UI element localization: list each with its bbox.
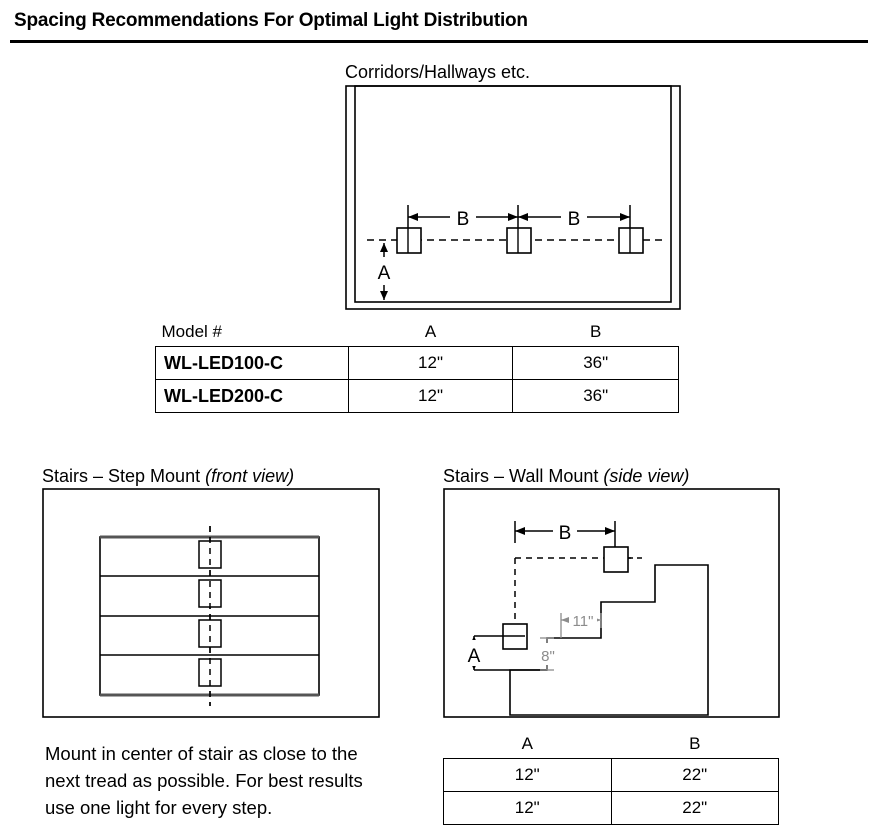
wall-mount-cell-b-1: 22" [610,791,779,825]
corridor-inner-wall [354,85,672,303]
wall-mount-frame [443,488,780,718]
wall-mount-tread-label: 11" [573,613,594,630]
corridor-diagram: B B A [345,85,681,310]
wall-mount-dim-b-arrow-right [605,527,615,535]
wall-mount-caption-italic: (side view) [603,466,690,486]
corridor-outer-frame [345,85,681,310]
corridor-dim-b1-arrow-left [408,213,418,221]
corridor-cell-b-0: 36" [512,346,679,380]
corridor-dim-a-label-bg [372,257,396,285]
corridor-spec-table: Model # A B WL-LED100-C 12" 36" WL-LED20… [155,322,679,413]
table-header-row: Model # A B [156,322,679,347]
corridor-th-b: B [590,322,602,341]
table-row: WL-LED200-C 12" 36" [155,379,679,413]
wall-mount-dim-a-label: A [468,646,481,667]
wall-mount-spec-table: A B 12" 22" 12" 22" [443,734,779,825]
wall-mount-tread-label-bg [569,609,597,630]
corridor-cell-model-1: WL-LED200-C [155,379,349,413]
page-title: Spacing Recommendations For Optimal Ligh… [14,10,528,31]
corridor-th-model: Model # [161,322,222,341]
step-mount-note: Mount in center of stair as close to the… [45,743,363,818]
corridor-fixture-2 [506,227,532,254]
corridor-dim-b1-label-bg [450,205,476,229]
corridor-dim-a-arrow-bottom [380,291,388,300]
wall-mount-dim-b-label: B [559,523,572,544]
table-header-row: A B [444,734,779,759]
wall-mount-caption-main: Stairs – Wall Mount [443,466,604,486]
table-row: 12" 22" [443,791,779,825]
wall-mount-th-b: B [689,734,701,753]
wall-mount-diagram: B A 8" 11" [443,488,780,718]
wall-mount-dim-a-label-bg [462,640,486,666]
step-mount-fixture-3 [198,619,222,648]
step-mount-diagram-svg [42,488,380,718]
table-row: WL-LED100-C 12" 36" [155,346,679,380]
corridor-cell-b-1: 36" [512,379,679,413]
step-mount-caption-italic: (front view) [205,466,295,486]
corridor-dim-b2-label-bg [561,205,587,229]
corridor-section-caption: Corridors/Hallways etc. [345,62,531,82]
corridor-dim-b1-arrow-right [508,213,518,221]
corridor-dim-b2-arrow-left [518,213,528,221]
wall-mount-cell-a-0: 12" [443,758,612,792]
wall-mount-diagram-svg: B A 8" 11" [443,488,780,718]
corridor-dim-b1-label: B [457,209,470,230]
wall-mount-th-a: A [521,734,533,753]
wall-mount-tread-arrow-left [561,617,569,623]
corridor-fixture-3 [618,227,644,254]
corridor-dim-b2-arrow-right [620,213,630,221]
step-mount-section-caption: Stairs – Step Mount (front view) [42,466,294,487]
table-row: 12" 22" [443,758,779,792]
corridor-cell-a-0: 12" [347,346,514,380]
corridor-cell-model-0: WL-LED100-C [155,346,349,380]
corridor-dim-a-arrow-top [380,243,388,252]
wall-mount-dim-b-label-bg [553,519,577,543]
wall-mount-cell-b-0: 22" [610,758,779,792]
wall-mount-fixture-upper [603,546,629,573]
title-divider [10,40,868,43]
step-mount-diagram [42,488,380,718]
corridor-dim-a-label: A [378,263,391,284]
wall-mount-riser-label-bg [538,643,558,665]
wall-mount-cell-a-1: 12" [443,791,612,825]
wall-mount-riser-label: 8" [541,648,555,665]
step-mount-caption-main: Stairs – Step Mount [42,466,206,486]
step-mount-frame [42,488,380,718]
corridor-th-a: A [424,322,437,341]
corridor-dim-b2-label: B [568,209,581,230]
corridor-fixture-1 [396,227,422,254]
wall-mount-dim-b-arrow-left [515,527,525,535]
wall-mount-staircase-profile [509,564,709,716]
wall-mount-section-caption: Stairs – Wall Mount (side view) [443,466,689,487]
corridor-cell-a-1: 12" [347,379,514,413]
corridor-diagram-svg: B B A [345,85,681,310]
